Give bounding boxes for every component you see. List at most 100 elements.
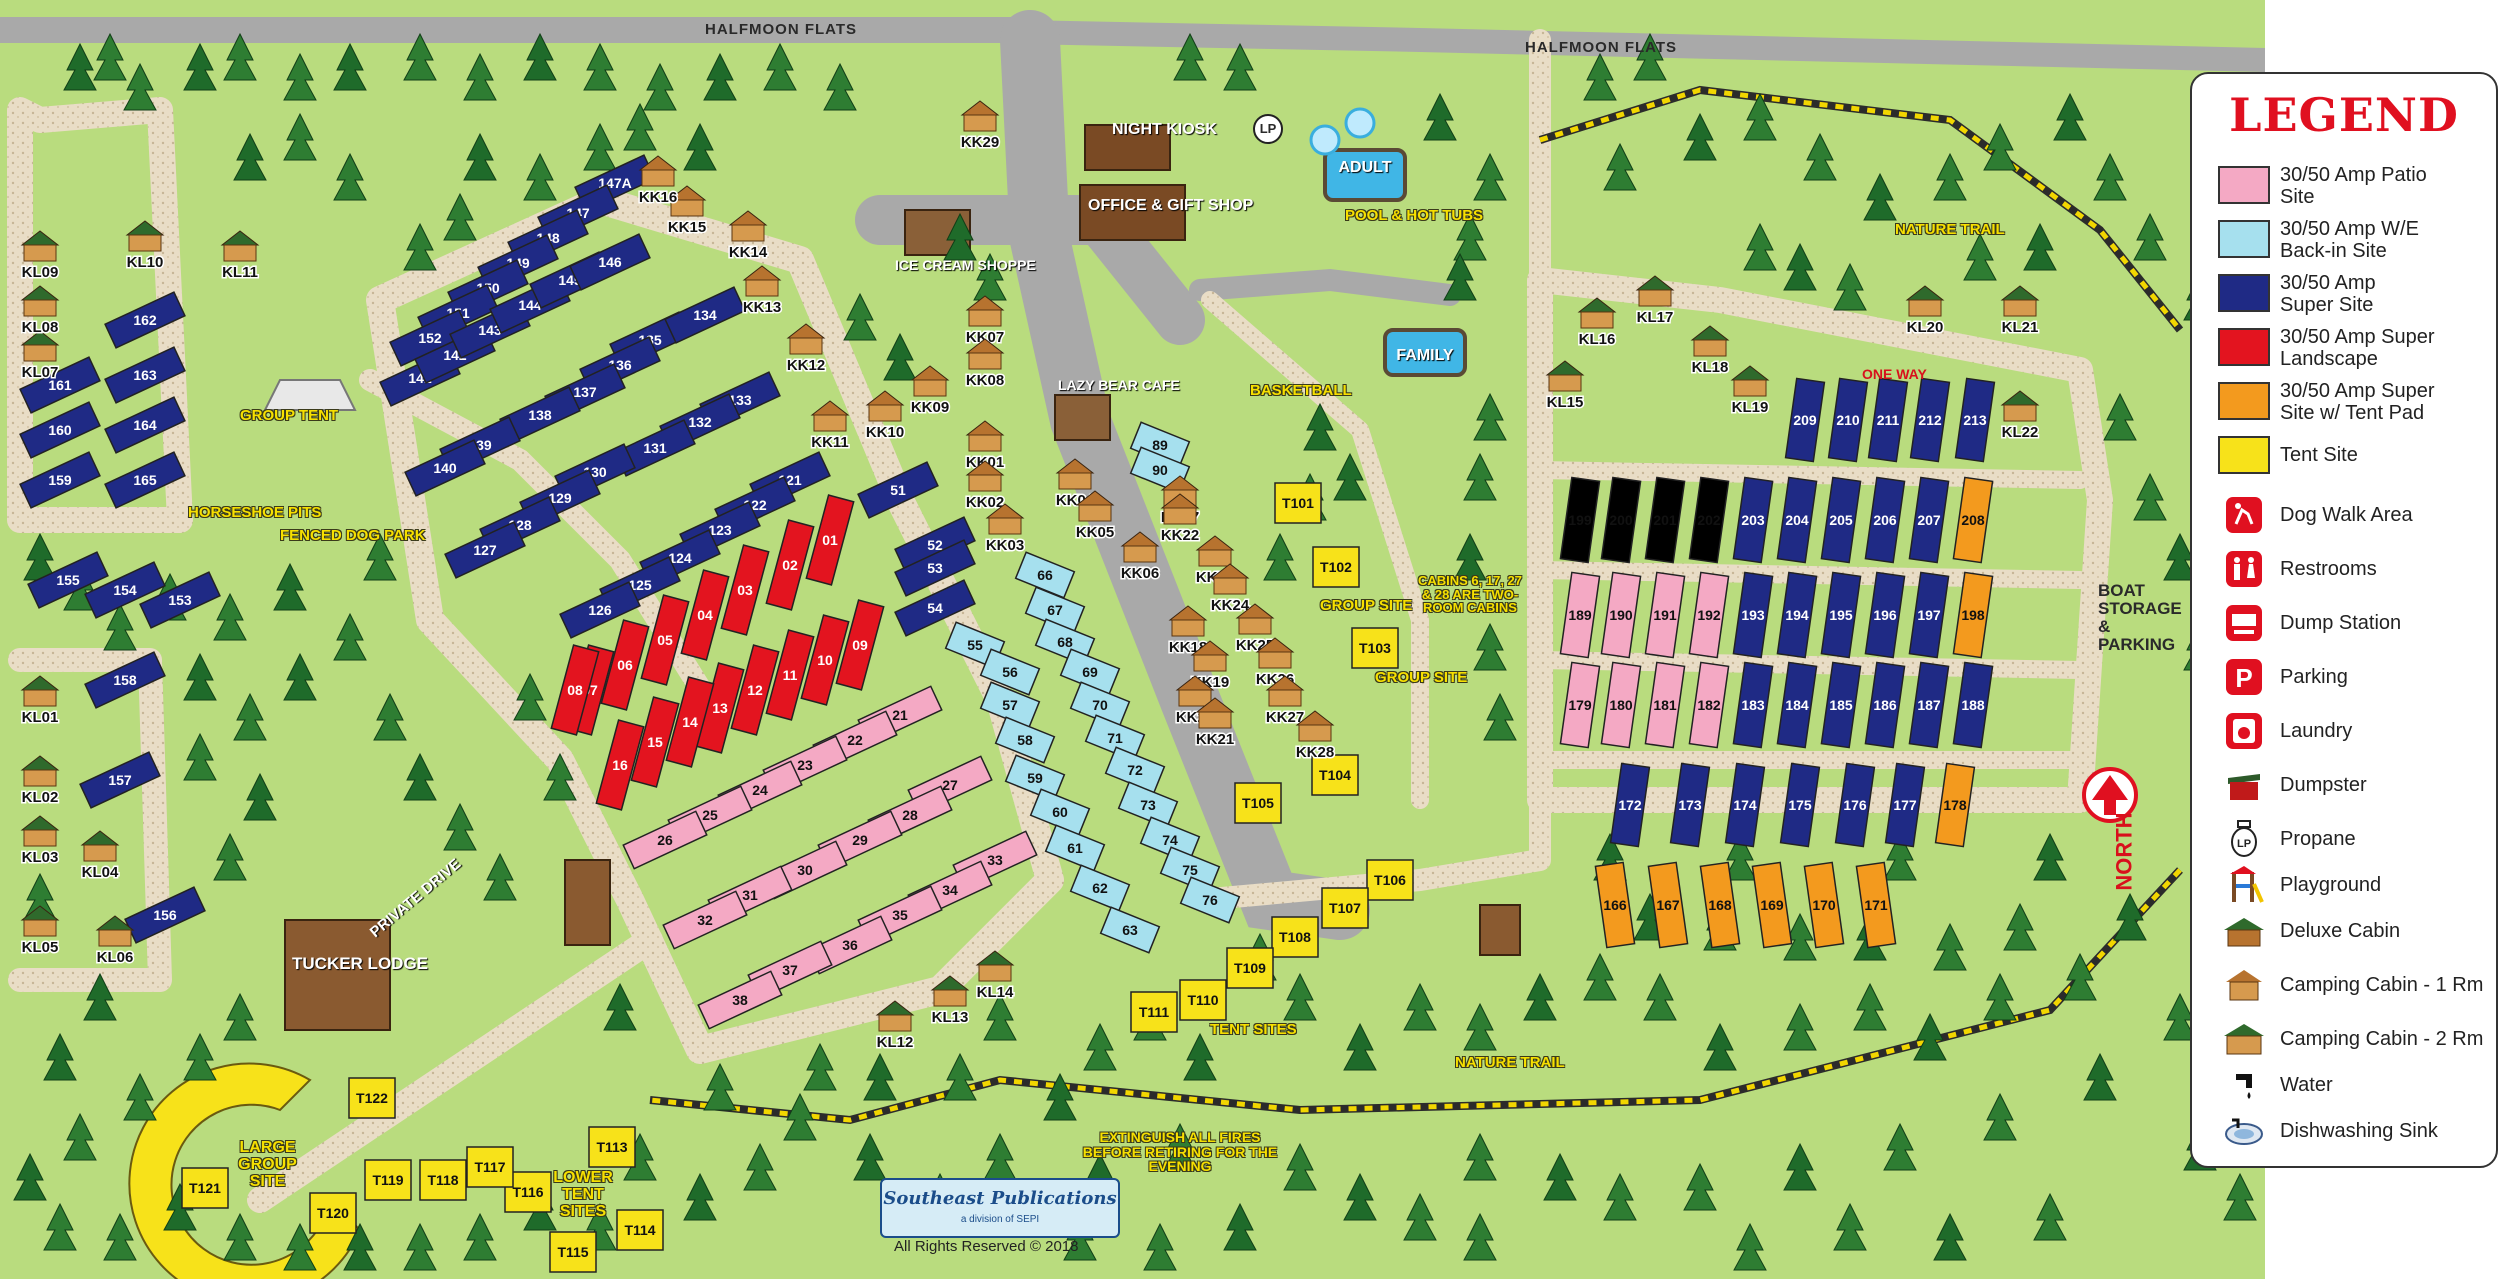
- cabin[interactable]: KL22: [2000, 390, 2040, 443]
- campsite[interactable]: T111: [1130, 991, 1178, 1033]
- cabin[interactable]: KL14: [975, 950, 1015, 1003]
- campsite[interactable]: 180: [1600, 661, 1642, 749]
- campsite[interactable]: 62: [1069, 864, 1131, 912]
- campsite[interactable]: 52: [894, 516, 976, 574]
- campsite[interactable]: 198: [1952, 571, 1994, 659]
- campsite[interactable]: 56: [979, 648, 1041, 696]
- campsite[interactable]: T113: [588, 1126, 636, 1168]
- cabin[interactable]: KK07: [964, 295, 1006, 348]
- campsite[interactable]: 189: [1559, 571, 1601, 659]
- campsite[interactable]: 51: [857, 461, 939, 519]
- cabin[interactable]: KK16: [637, 155, 679, 208]
- campsite[interactable]: 210: [1827, 377, 1869, 463]
- campsite[interactable]: 196: [1864, 571, 1906, 659]
- campsite[interactable]: 67: [1024, 586, 1086, 634]
- cabin[interactable]: KK12: [785, 323, 827, 376]
- campsite[interactable]: 173: [1669, 762, 1711, 848]
- campsite[interactable]: 157: [79, 751, 161, 809]
- campsite[interactable]: 61: [1044, 824, 1106, 872]
- campsite[interactable]: 187: [1908, 661, 1950, 749]
- campsite[interactable]: 172: [1609, 762, 1651, 848]
- campsite[interactable]: 179: [1559, 661, 1601, 749]
- campsite[interactable]: 57: [979, 681, 1041, 729]
- campsite[interactable]: 181: [1644, 661, 1686, 749]
- campsite[interactable]: T103: [1351, 627, 1399, 669]
- campsite[interactable]: 185: [1820, 661, 1862, 749]
- campsite[interactable]: 176: [1834, 762, 1876, 848]
- cabin[interactable]: KK27: [1264, 675, 1306, 728]
- cabin[interactable]: KK21: [1194, 697, 1236, 750]
- campsite[interactable]: 167: [1647, 861, 1689, 949]
- cabin[interactable]: KL07: [20, 330, 60, 383]
- campsite[interactable]: 162: [104, 291, 186, 349]
- campsite[interactable]: T115: [549, 1231, 597, 1273]
- campsite[interactable]: 191: [1644, 571, 1686, 659]
- campsite[interactable]: 193: [1732, 571, 1774, 659]
- campsite[interactable]: T120: [309, 1192, 357, 1234]
- campsite[interactable]: 194: [1776, 571, 1818, 659]
- campsite[interactable]: 174: [1724, 762, 1766, 848]
- cabin[interactable]: KK28: [1294, 710, 1336, 763]
- cabin[interactable]: KK14: [727, 210, 769, 263]
- campsite[interactable]: 127: [444, 521, 526, 579]
- campsite[interactable]: 04: [680, 569, 730, 661]
- cabin[interactable]: KL12: [875, 1000, 915, 1053]
- campsite[interactable]: 11: [765, 629, 815, 721]
- campsite[interactable]: 178: [1934, 762, 1976, 848]
- cabin[interactable]: KK23: [1194, 535, 1236, 588]
- cabin[interactable]: KL05: [20, 905, 60, 958]
- campsite[interactable]: 15: [630, 696, 680, 788]
- cabin[interactable]: KL10: [125, 220, 165, 273]
- cabin[interactable]: KK11: [810, 400, 850, 453]
- campsite[interactable]: 183: [1732, 661, 1774, 749]
- campsite[interactable]: 199: [1559, 476, 1601, 564]
- campsite[interactable]: 207: [1908, 476, 1950, 564]
- campsite[interactable]: 05: [640, 594, 690, 686]
- campsite[interactable]: T106: [1366, 859, 1414, 901]
- campsite[interactable]: 153: [139, 571, 221, 629]
- campsite[interactable]: T116: [504, 1171, 552, 1213]
- campsite[interactable]: T101: [1274, 482, 1322, 524]
- campsite[interactable]: 202: [1688, 476, 1730, 564]
- campsite[interactable]: 166: [1594, 861, 1636, 949]
- campsite[interactable]: 154: [84, 561, 166, 619]
- cabin[interactable]: KK10: [864, 390, 906, 443]
- campsite[interactable]: 58: [994, 716, 1056, 764]
- campsite[interactable]: 26: [622, 810, 708, 870]
- cabin[interactable]: KK06: [1119, 531, 1161, 584]
- campsite[interactable]: 60: [1029, 788, 1091, 836]
- cabin[interactable]: KL02: [20, 755, 60, 808]
- campsite[interactable]: 184: [1776, 661, 1818, 749]
- campsite[interactable]: 02: [765, 519, 815, 611]
- campsite[interactable]: 134: [664, 286, 746, 344]
- campsite[interactable]: T110: [1179, 979, 1227, 1021]
- cabin[interactable]: KL16: [1577, 297, 1617, 350]
- campsite[interactable]: 138: [499, 386, 581, 444]
- campsite[interactable]: T117: [466, 1146, 514, 1188]
- campsite[interactable]: 38: [697, 970, 783, 1030]
- cabin[interactable]: KL18: [1690, 325, 1730, 378]
- campsite[interactable]: 03: [720, 544, 770, 636]
- campsite[interactable]: 203: [1732, 476, 1774, 564]
- campsite[interactable]: 192: [1688, 571, 1730, 659]
- cabin[interactable]: KL01: [20, 675, 60, 728]
- cabin[interactable]: KL04: [80, 830, 120, 883]
- campsite[interactable]: T122: [348, 1077, 396, 1119]
- campsite[interactable]: 158: [84, 651, 166, 709]
- campsite[interactable]: 200: [1600, 476, 1642, 564]
- campsite[interactable]: 10: [800, 614, 850, 706]
- cabin[interactable]: KK09: [909, 365, 951, 418]
- campsite[interactable]: 163: [104, 346, 186, 404]
- campsite[interactable]: 205: [1820, 476, 1862, 564]
- campsite[interactable]: 208: [1952, 476, 1994, 564]
- campsite[interactable]: 170: [1803, 861, 1845, 949]
- campsite[interactable]: 195: [1820, 571, 1862, 659]
- campsite[interactable]: 206: [1864, 476, 1906, 564]
- campsite[interactable]: 201: [1644, 476, 1686, 564]
- campsite[interactable]: 161: [19, 356, 101, 414]
- campsite[interactable]: 188: [1952, 661, 1994, 749]
- campsite[interactable]: 12: [730, 644, 780, 736]
- cabin[interactable]: KL08: [20, 285, 60, 338]
- campsite[interactable]: 126: [559, 581, 641, 639]
- campsite[interactable]: 182: [1688, 661, 1730, 749]
